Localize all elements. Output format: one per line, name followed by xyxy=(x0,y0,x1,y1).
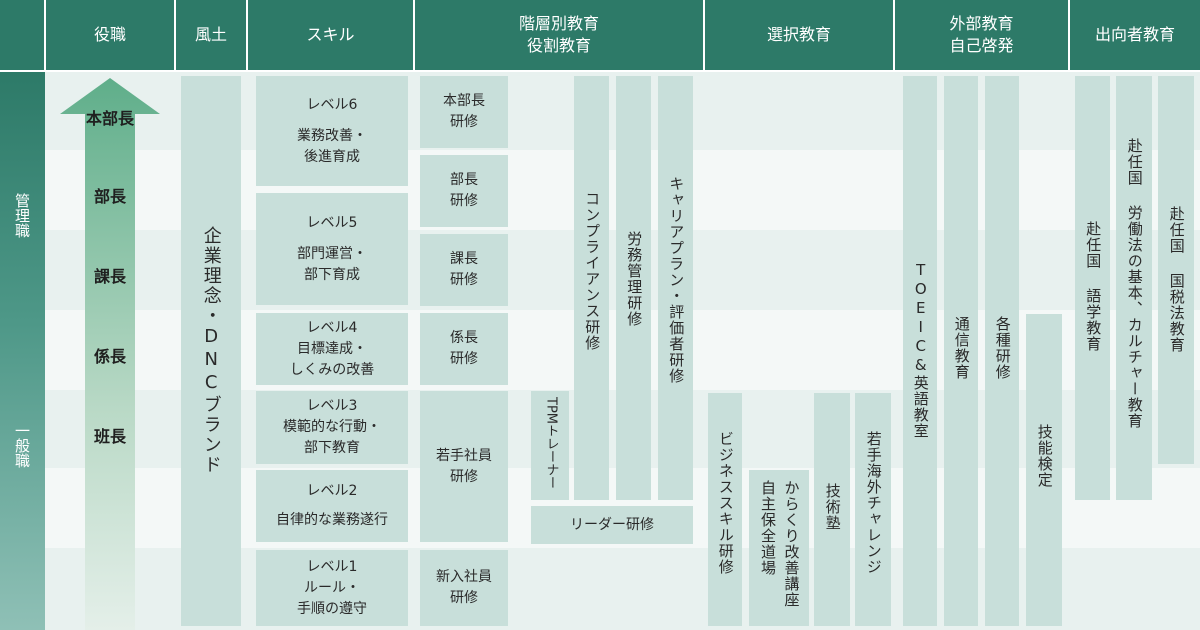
skill-level-label: レベル2 xyxy=(306,483,358,499)
skill-desc: 目標達成・ しくみの改善 xyxy=(289,340,375,378)
skill-level-label: レベル3 xyxy=(306,398,358,414)
skill-desc: 部門運営・ 部下育成 xyxy=(297,245,367,283)
skill-level-6: レベル6 業務改善・ 後進育成 xyxy=(256,76,408,186)
training-division-head: 本部長 研修 xyxy=(420,76,508,148)
training-compliance: コンプライアンス研修 xyxy=(574,76,609,500)
position-section-chief: 課長 xyxy=(93,267,126,286)
skill-desc: ルール・ 手順の遵守 xyxy=(297,579,367,617)
skill-level-3: レベル3 模範的な行動・ 部下教育 xyxy=(256,391,408,464)
rank-column xyxy=(0,72,45,630)
maintenance-dojo-label: 自主保全道場 xyxy=(759,480,777,576)
correspondence-label: 通信教育 xyxy=(952,316,971,380)
elective-maintenance-group: 自主保全道場 からくり改善講座 xyxy=(749,470,809,626)
skill-level-2: レベル2 自律的な業務遂行 xyxy=(256,470,408,542)
header-external: 外部教育 自己啓発 xyxy=(895,0,1068,70)
skill-level-label: レベル1 xyxy=(306,558,358,575)
secondment-language: 赴任国 語学教育 xyxy=(1075,76,1110,500)
rank-general: 一般職 xyxy=(13,422,31,468)
training-section-chief: 課長 研修 xyxy=(420,234,508,306)
position-division-head: 本部長 xyxy=(85,109,134,128)
elective-overseas-challenge: 若手海外チャレンジ xyxy=(855,393,891,626)
skill-level-1: レベル1 ルール・ 手順の遵守 xyxy=(256,550,408,626)
skill-desc: 模範的な行動・ 部下教育 xyxy=(283,419,381,456)
business-skill-label: ビジネススキル研修 xyxy=(716,431,735,575)
training-subsection-chief: 係長 研修 xyxy=(420,313,508,385)
skill-desc: 自律的な業務遂行 xyxy=(276,512,388,528)
training-young-staff: 若手社員 研修 xyxy=(420,391,508,542)
training-career-plan: キャリアプラン・評価者研修 xyxy=(658,76,693,500)
training-leader: リーダー研修 xyxy=(531,506,693,544)
header-elective: 選択教育 xyxy=(705,0,893,70)
header-culture: 風土 xyxy=(176,0,246,70)
culture-label: 企業理念・DNCブランド xyxy=(200,226,222,475)
career-arrow xyxy=(60,78,160,630)
skill-level-4: レベル4 目標達成・ しくみの改善 xyxy=(256,313,408,385)
skill-level-label: レベル5 xyxy=(306,214,358,231)
technical-school-label: 技術塾 xyxy=(823,483,842,531)
external-skill-test: 技能検定 xyxy=(1026,314,1062,626)
secondment-labor-law: 赴任国 労働法の基本、カルチャー教育 xyxy=(1116,76,1152,500)
external-correspondence: 通信教育 xyxy=(944,76,978,626)
header-secondment: 出向者教育 xyxy=(1070,0,1200,70)
training-tpm-trainer: TPMトレーナー xyxy=(531,391,569,500)
tpm-trainer-label: TPMトレーナー xyxy=(543,397,559,489)
position-team-leader: 班長 xyxy=(93,427,126,446)
skill-level-label: レベル4 xyxy=(306,319,358,336)
overseas-challenge-label: 若手海外チャレンジ xyxy=(864,431,883,575)
header-position: 役職 xyxy=(46,0,174,70)
labor-law-label: 赴任国 労働法の基本、カルチャー教育 xyxy=(1125,138,1144,429)
language-label: 赴任国 語学教育 xyxy=(1084,221,1103,352)
training-labor-management: 労務管理研修 xyxy=(616,76,651,500)
career-plan-label: キャリアプラン・評価者研修 xyxy=(667,176,686,384)
compliance-label: コンプライアンス研修 xyxy=(583,191,602,351)
position-subsection-chief: 係長 xyxy=(93,347,126,366)
tax-law-label: 赴任国 国税法教育 xyxy=(1167,206,1186,353)
header-skill: スキル xyxy=(248,0,413,70)
labor-management-label: 労務管理研修 xyxy=(625,231,644,327)
elective-technical-school: 技術塾 xyxy=(814,393,850,626)
secondment-tax-law: 赴任国 国税法教育 xyxy=(1158,76,1194,464)
toeic-label: TOEIC&英語教室 xyxy=(911,261,930,439)
header-hierarchy: 階層別教育 役割教育 xyxy=(415,0,703,70)
external-toeic: TOEIC&英語教室 xyxy=(903,76,937,626)
header-blank xyxy=(0,0,44,70)
external-various-training: 各種研修 xyxy=(985,76,1019,626)
training-new-staff: 新入社員 研修 xyxy=(420,550,508,626)
skill-test-label: 技能検定 xyxy=(1035,424,1054,488)
various-training-label: 各種研修 xyxy=(993,316,1012,380)
elective-business-skill: ビジネススキル研修 xyxy=(708,393,742,626)
skill-desc: 業務改善・ 後進育成 xyxy=(297,127,367,165)
training-manager: 部長 研修 xyxy=(420,155,508,227)
culture-box: 企業理念・DNCブランド xyxy=(181,76,241,626)
rank-management: 管理職 xyxy=(13,192,31,238)
skill-level-5: レベル5 部門運営・ 部下育成 xyxy=(256,193,408,305)
position-manager: 部長 xyxy=(93,187,126,206)
karakuri-label: からくり改善講座 xyxy=(782,480,801,608)
skill-level-label: レベル6 xyxy=(306,96,358,113)
